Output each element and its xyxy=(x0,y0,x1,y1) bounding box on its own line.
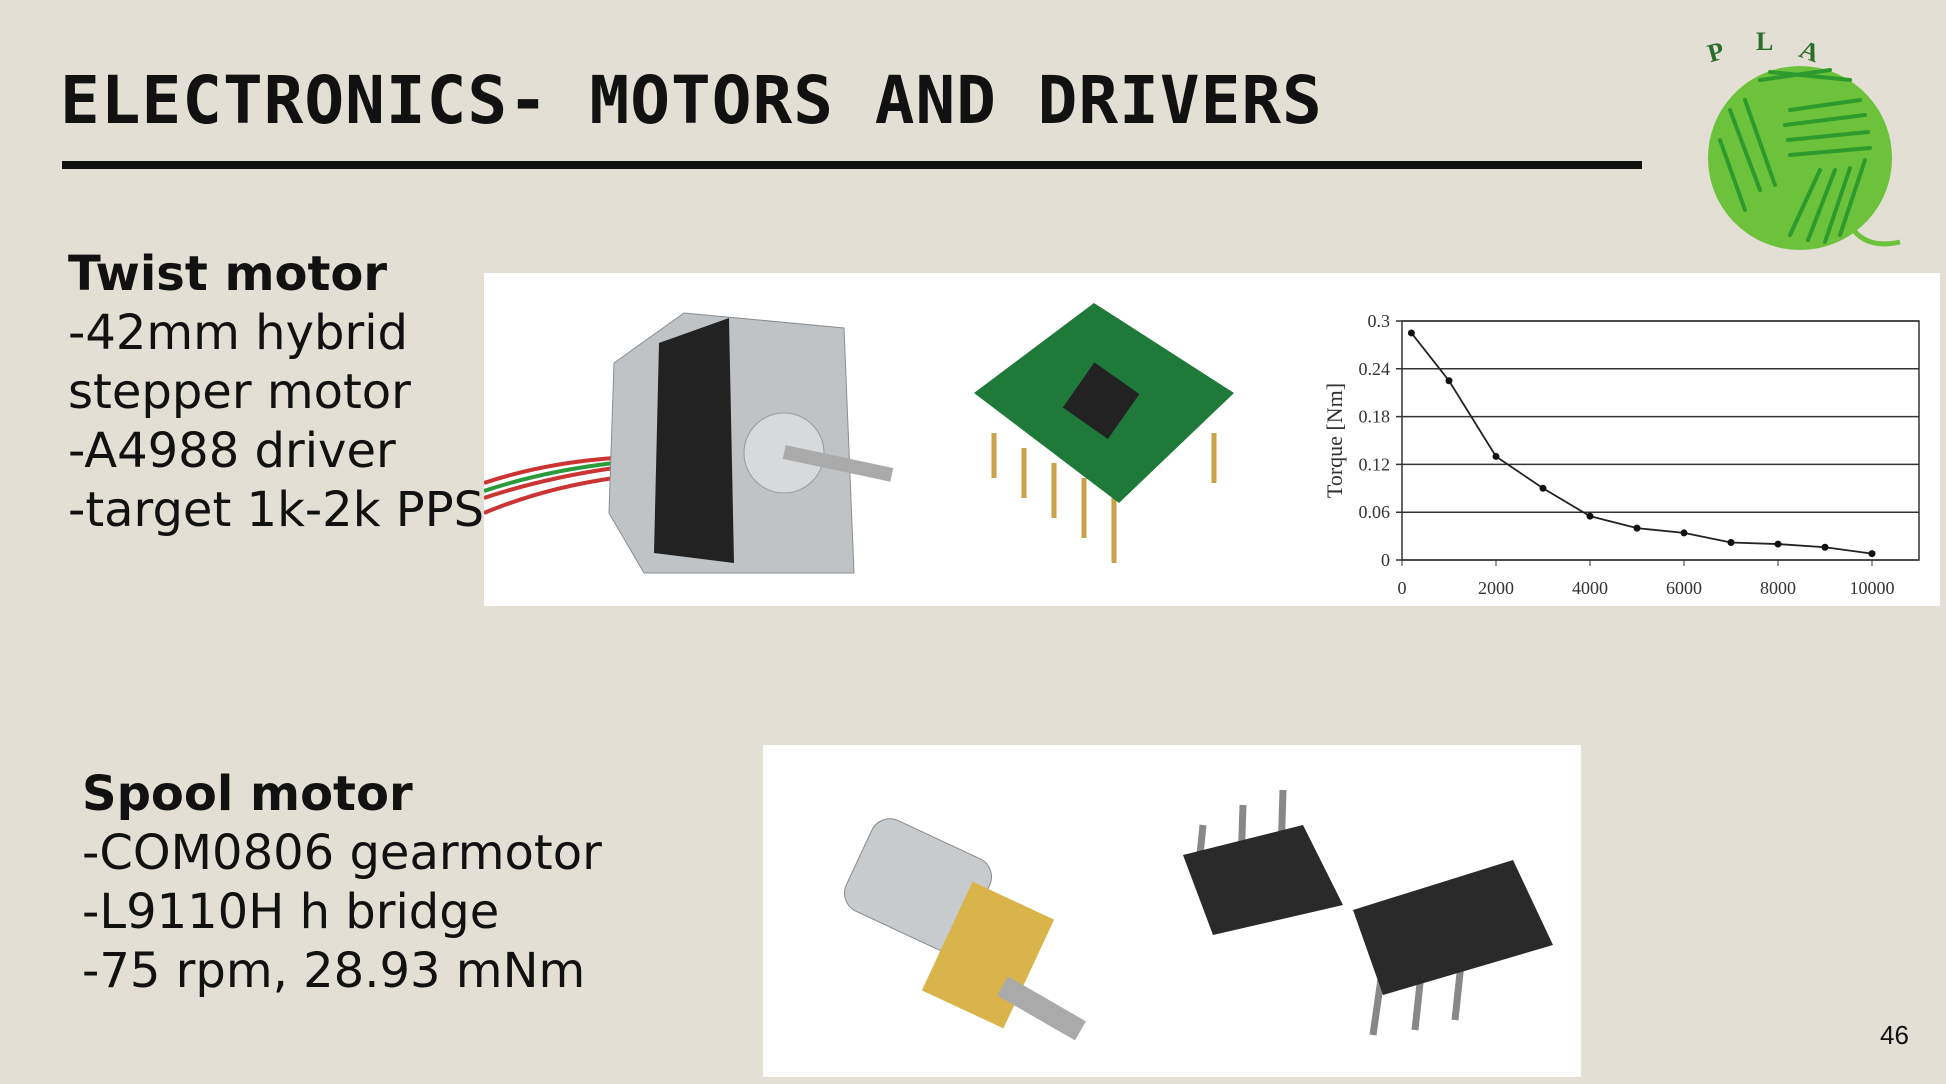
spool-images-panel xyxy=(763,745,1581,1077)
twist-motor-text: Twist motor -42mm hybrid stepper motor -… xyxy=(68,245,484,540)
data-point xyxy=(1586,512,1594,520)
data-point xyxy=(1539,484,1547,492)
logo-letter: P xyxy=(1704,36,1727,68)
data-point xyxy=(1407,329,1415,337)
twist-line: -A4988 driver xyxy=(68,423,396,479)
data-point xyxy=(1633,524,1641,532)
y-tick-label: 0.3 xyxy=(1368,311,1391,331)
y-tick-label: 0.24 xyxy=(1359,359,1391,379)
twist-heading: Twist motor xyxy=(68,246,388,302)
y-axis-label: Torque [Nm] xyxy=(1322,383,1347,498)
series-line xyxy=(1410,332,1873,555)
data-point xyxy=(1727,538,1735,546)
x-tick-label: 8000 xyxy=(1760,578,1796,598)
y-tick-label: 0.18 xyxy=(1359,407,1391,427)
gearmotor-and-hbridge-image xyxy=(844,789,1553,1041)
stepper-motor-image xyxy=(483,312,894,574)
data-point xyxy=(1821,543,1829,551)
twist-line: -42mm hybrid xyxy=(68,305,409,361)
twist-line: -target 1k-2k PPS xyxy=(68,482,485,538)
y-tick-label: 0.06 xyxy=(1359,502,1391,522)
data-point xyxy=(1680,529,1688,537)
spool-line: -L9110H h bridge xyxy=(82,884,500,940)
spool-line: -75 rpm, 28.93 mNm xyxy=(82,943,586,999)
data-point xyxy=(1445,377,1453,385)
y-tick-label: 0 xyxy=(1381,550,1390,570)
torque-pps-chart: 0 0.06 0.12 0.18 0.24 0.3 0 2000 4000 6000 8000 100… xyxy=(1322,311,1920,598)
x-tick-label: 6000 xyxy=(1666,578,1702,598)
logo-letter: A xyxy=(1796,34,1824,68)
twist-line: stepper motor xyxy=(68,364,411,420)
x-tick-label: 10000 xyxy=(1850,578,1895,598)
x-tick-label: 2000 xyxy=(1478,578,1514,598)
twist-images-panel: 0 0.06 0.12 0.18 0.24 0.3 0 2000 4000 6000 8000 100… xyxy=(483,273,1940,606)
a4988-driver-image xyxy=(974,303,1234,563)
spool-line: -COM0806 gearmotor xyxy=(82,825,602,881)
page-title: ELECTRONICS- MOTORS AND DRIVERS xyxy=(60,62,1323,139)
plot-frame xyxy=(1401,320,1920,561)
logo-letter: L xyxy=(1756,27,1773,56)
data-point xyxy=(1774,540,1782,548)
data-point xyxy=(1492,452,1500,460)
x-tick-label: 4000 xyxy=(1572,578,1608,598)
x-tick-label: 0 xyxy=(1398,578,1407,598)
data-point xyxy=(1868,550,1876,558)
spool-motor-text: Spool motor -COM0806 gearmotor -L9110H h… xyxy=(82,765,602,1001)
y-tick-label: 0.12 xyxy=(1359,454,1391,474)
page-number: 46 xyxy=(1880,1020,1909,1050)
plarn-logo: P L A R N xyxy=(1704,27,1901,250)
title-underline xyxy=(62,161,1642,169)
spool-heading: Spool motor xyxy=(82,766,413,822)
